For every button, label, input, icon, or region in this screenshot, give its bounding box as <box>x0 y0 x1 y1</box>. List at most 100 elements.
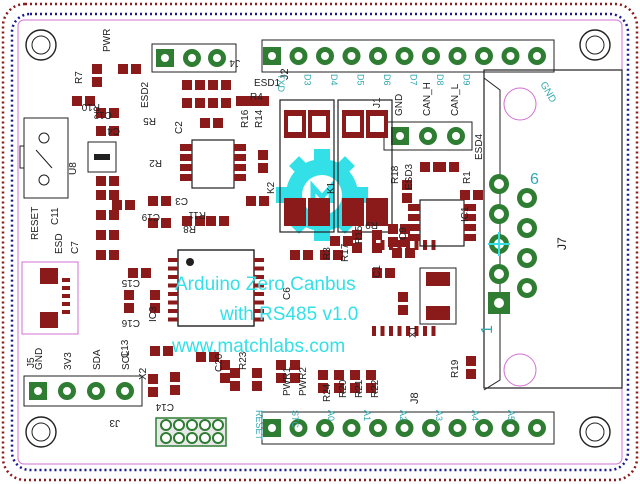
label-k2: K2 <box>266 181 277 194</box>
label-r1: R1 <box>462 171 473 184</box>
label-ic3: IC3 <box>148 306 159 322</box>
passive-pad-pair <box>206 216 229 226</box>
label-r14: R14 <box>254 109 265 128</box>
mounting-hole-top-left <box>25 29 57 61</box>
label-j8-pin: A0 <box>326 410 336 421</box>
mounting-hole-top-right <box>579 29 611 61</box>
mcu-pin <box>168 309 178 313</box>
icsp-pin <box>160 419 172 431</box>
board-outline-blue <box>10 12 630 472</box>
j8-pin <box>475 419 493 437</box>
label-u8: U8 <box>68 162 79 175</box>
passive-components <box>72 64 483 397</box>
label-j5-pin: GND <box>34 348 45 370</box>
label-r3: R3 <box>322 247 333 260</box>
chip-rs485 <box>180 139 246 189</box>
label-r15: R15 <box>354 225 365 244</box>
label-j8-pin: A3 <box>434 410 444 421</box>
label-pwr: PWR <box>102 29 113 52</box>
label-j2-pin: D6 <box>382 74 392 86</box>
icsp-pin <box>173 419 185 431</box>
j5-pin <box>29 382 47 400</box>
passive-pad-pair <box>366 370 376 393</box>
brand-line-3: www.matchlabs.com <box>171 336 345 357</box>
j8-pin <box>342 419 361 437</box>
label-r4: R4 <box>250 92 263 103</box>
label-r5: R5 <box>143 115 156 126</box>
icsp-pin <box>199 432 211 444</box>
j2-pin <box>342 47 361 65</box>
icsp-pin <box>173 432 185 444</box>
j8-pin <box>263 419 281 437</box>
passive-pad-pair <box>182 80 205 90</box>
j2-pin <box>422 47 440 65</box>
passive-pad-pair <box>148 196 171 206</box>
j8-pin <box>395 419 414 437</box>
label-c1: C1 <box>372 265 383 278</box>
passive-pad-pair <box>208 98 231 108</box>
mcu-pin <box>406 326 410 336</box>
passive-pad-pair <box>128 268 151 278</box>
usb-connector <box>21 261 79 335</box>
label-x2: X2 <box>138 367 149 380</box>
label-r7: R7 <box>74 71 85 84</box>
label-c15: C15 <box>121 277 140 288</box>
label-x1: X1 <box>408 325 419 338</box>
label-j1-pin: CAN_H <box>422 82 433 116</box>
j1-pin <box>447 127 465 145</box>
label-j3: J3 <box>109 417 120 428</box>
mcu-pin <box>397 240 402 250</box>
mcu-pin <box>254 283 264 288</box>
passive-pad-pair <box>182 216 205 226</box>
mcu-pin <box>254 266 264 271</box>
label-c7: C7 <box>70 241 81 254</box>
label-j1: J1 <box>372 97 383 108</box>
mcu-pin <box>431 240 436 250</box>
mcu-pin <box>254 258 264 262</box>
passive-pad-pair <box>118 64 141 74</box>
passive-pad-pair <box>436 162 459 172</box>
mcu-pin <box>431 326 436 336</box>
passive-pad-pair <box>96 108 119 118</box>
label-pwr2: PWR2 <box>298 367 309 396</box>
j5-pin <box>116 382 134 400</box>
mcu-pin <box>254 292 264 296</box>
mcu-pin <box>168 292 178 296</box>
label-r21: R21 <box>354 379 365 398</box>
mcu-pin <box>254 300 264 305</box>
j8-pin <box>501 419 520 437</box>
label-j5-pin: SCL <box>121 350 132 370</box>
label-esd3: ESD3 <box>404 163 415 190</box>
passive-pad-pair <box>388 224 398 247</box>
brand-line-1: Arduino Zero Canbus <box>175 274 356 295</box>
mcu-pin <box>389 326 393 336</box>
j8-pin <box>448 419 467 437</box>
mcu-pin <box>423 326 427 336</box>
relay-k1 <box>337 99 393 233</box>
passive-pad-pair <box>460 190 483 200</box>
label-j1-pin: CAN_L <box>450 83 461 116</box>
label-j2-pin: D7 <box>409 74 419 86</box>
header-j1 <box>383 121 473 151</box>
label-esd1: ESD1 <box>254 78 281 89</box>
mcu-pin <box>254 309 264 313</box>
passive-pad-pair <box>392 248 415 258</box>
relay-k2 <box>279 99 335 233</box>
label-j2-pin: D9 <box>462 74 472 86</box>
passive-pad-pair <box>72 96 95 106</box>
passive-pad-pair <box>398 292 408 315</box>
label-c20: C20 <box>214 353 225 372</box>
mcu-pin <box>168 300 178 305</box>
passive-pad-pair <box>320 250 343 260</box>
label-r20: R20 <box>338 379 349 398</box>
label-r9: R9 <box>365 219 378 230</box>
passive-pad-pair <box>372 230 382 253</box>
label-c16: C16 <box>121 317 140 328</box>
label-ic1: IC1 <box>460 206 471 222</box>
label-j8-pin: A5 <box>506 410 516 421</box>
label-r24: R24 <box>322 383 333 402</box>
passive-pad-pair <box>246 96 269 106</box>
passive-pad-pair <box>96 210 119 220</box>
label-j2-pin: TXD <box>276 74 286 93</box>
